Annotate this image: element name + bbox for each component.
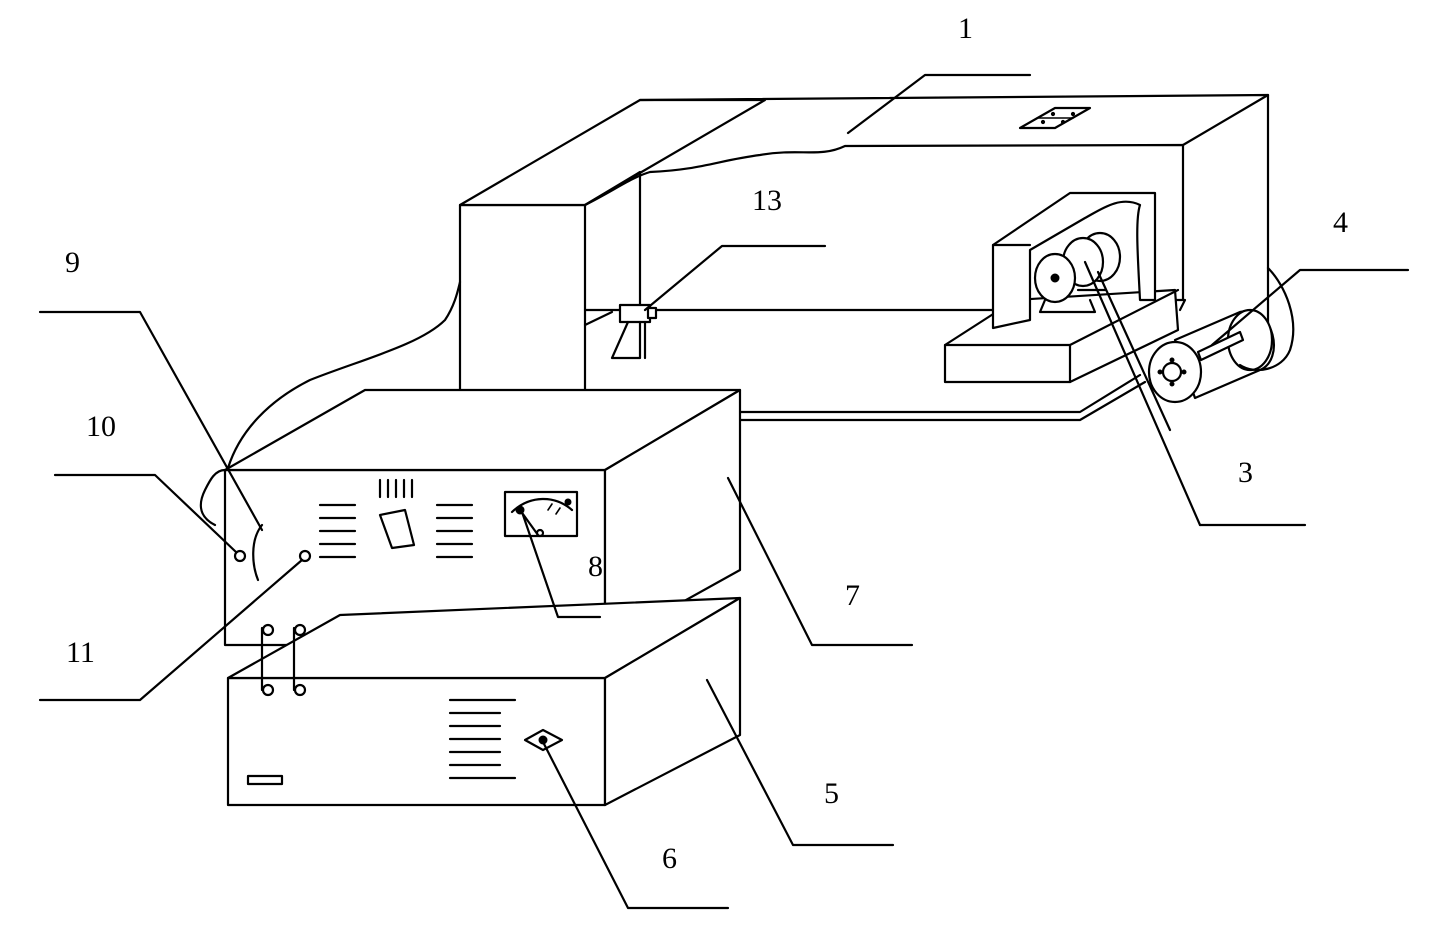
top-plate xyxy=(1018,106,1092,130)
leader-lines xyxy=(38,73,1410,910)
meter xyxy=(503,490,579,538)
label-3: 3 xyxy=(1238,456,1253,489)
control-box xyxy=(223,388,742,647)
label-5: 5 xyxy=(824,777,839,810)
sample-holder xyxy=(610,303,658,360)
label-13: 13 xyxy=(752,184,782,217)
label-6: 6 xyxy=(662,842,677,875)
part-labels: 1 13 4 3 9 10 11 8 7 5 6 xyxy=(65,12,1348,875)
label-8: 8 xyxy=(588,550,603,583)
label-4: 4 xyxy=(1333,206,1348,239)
cables xyxy=(199,280,462,527)
label-7: 7 xyxy=(845,579,860,612)
label-11: 11 xyxy=(66,636,95,669)
label-9: 9 xyxy=(65,246,80,279)
handles xyxy=(260,623,307,697)
roller-cylinder xyxy=(1147,266,1295,404)
power-supply-box xyxy=(226,596,742,807)
motor-assembly xyxy=(943,191,1202,527)
label-1: 1 xyxy=(958,12,973,45)
frame-structure xyxy=(458,93,1270,422)
label-10: 10 xyxy=(86,410,116,443)
